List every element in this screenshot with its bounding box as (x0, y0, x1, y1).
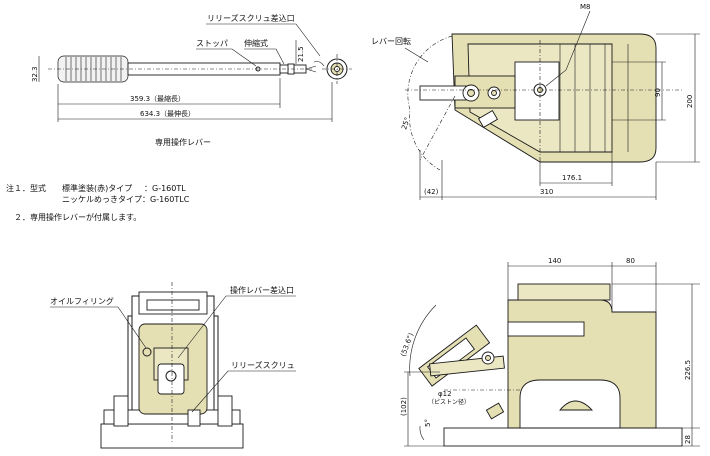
dim-side-80: 80 (626, 257, 635, 265)
dim-top-width-total: 310 (540, 188, 553, 196)
callout-lever-slot: 操作レバー差込口 (230, 285, 294, 295)
callout-oil-filling: オイルフィリング (50, 296, 114, 306)
jack-top-view: M8 レバー回転 25° 200 90 (42) 310 176.1 (371, 3, 700, 200)
note-1-nickel: ニッケルめっきタイプ：G-160TLC (62, 195, 190, 204)
operating-lever-drawing: リリーズスクリュ差込口 ストッパ 伸縮式 32.3 21.5 359.3（最縮長… (31, 13, 352, 147)
dim-top-height-total: 200 (686, 95, 694, 108)
callout-stopper: ストッパ (196, 39, 228, 48)
jack-side-view: 140 80 226.5 28 (53.6°) (102) 5° φ12 （ピス… (399, 257, 700, 447)
note-2: ２．専用操作レバーが付属します。 (14, 212, 141, 222)
callout-telescopic: 伸縮式 (244, 38, 268, 48)
side-base (443, 427, 683, 447)
jack-front-view: オイルフィリング 操作レバー差込口 リリーズスクリュ (50, 282, 296, 449)
note-1-standard-model: ：G-160TL (144, 184, 186, 193)
saddle-head (514, 61, 560, 121)
side-saddle (517, 283, 611, 301)
dim-max-length: 634.3（最伸長） (140, 109, 195, 118)
dim-lever-shaft: 21.5 (297, 46, 305, 62)
dim-piston-dia: φ12 (438, 390, 452, 398)
lever-caption: 専用操作レバー (155, 137, 211, 147)
note-1-head: 注１．型式 (6, 183, 46, 193)
label-lever-rotation: レバー回転 (371, 37, 411, 46)
dim-piston-note: （ピストン径） (428, 398, 470, 406)
notes-block: 注１．型式 標準塗装(赤)タイプ ：G-160TL ニッケルめっきタイプ：G-1… (6, 183, 190, 222)
dim-side-base: 28 (684, 435, 692, 444)
callout-release-screw: リリーズスクリュ (231, 360, 295, 370)
dim-side-low: (102) (400, 397, 408, 416)
dim-side-height: 226.5 (684, 360, 692, 380)
dim-min-length: 359.3（最縮長） (130, 94, 185, 103)
dim-top-body: 176.1 (562, 174, 582, 182)
label-m8: M8 (580, 3, 591, 11)
note-1-standard: 標準塗装(赤)タイプ (62, 183, 132, 193)
dim-side-140: 140 (548, 257, 561, 265)
dim-lever-dia: 32.3 (31, 66, 39, 82)
callout-release-slot: リリーズスクリュ差込口 (207, 13, 295, 23)
dim-side-tilt: 5° (424, 419, 432, 427)
oil-filling-plug (142, 347, 152, 357)
dim-rotation-angle: 25° (400, 116, 411, 130)
dim-top-offset: (42) (424, 188, 439, 196)
dim-top-height-inner: 90 (654, 88, 662, 97)
